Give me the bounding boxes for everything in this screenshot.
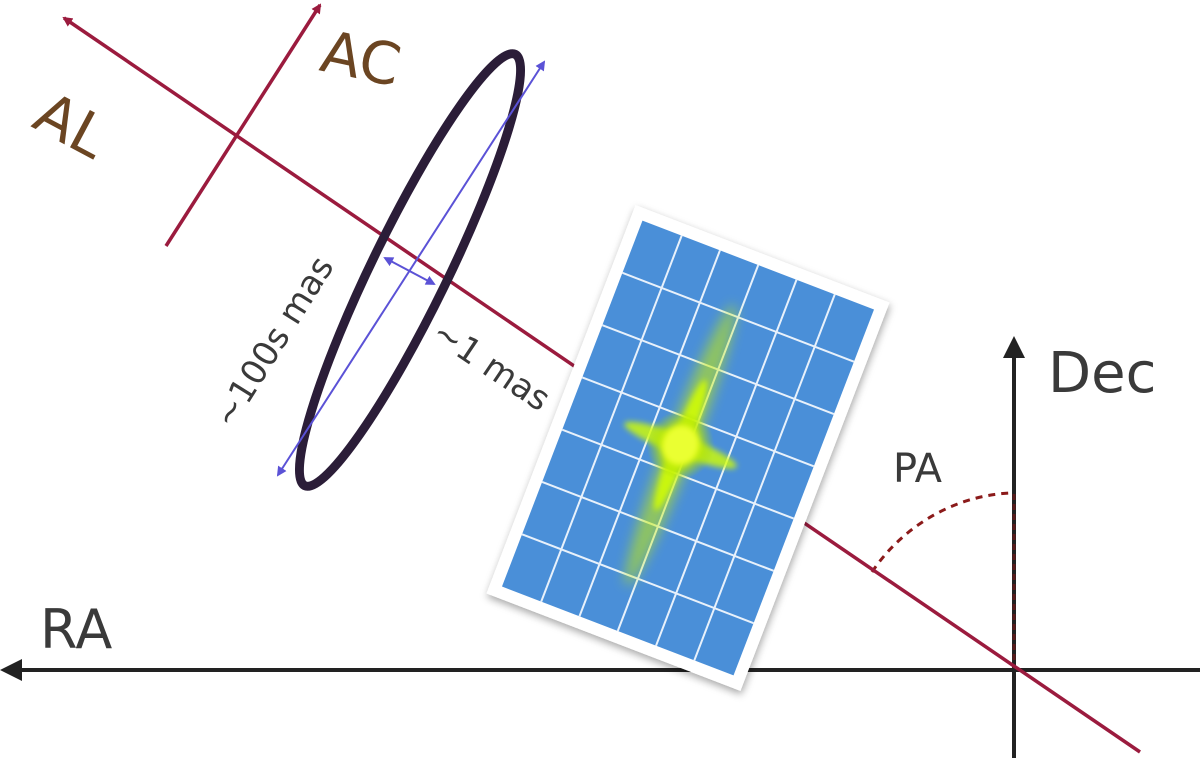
- pa-label: PA: [893, 446, 943, 492]
- dec-label: Dec: [1048, 341, 1156, 406]
- psf-star: [624, 305, 737, 586]
- minor-axis-label: ~1 mas: [425, 312, 557, 419]
- ra-label: RA: [40, 598, 112, 661]
- minor-axis-arrow: [383, 257, 436, 285]
- ac-axis: [164, 3, 322, 247]
- al-label: AL: [23, 78, 118, 172]
- pa-arc: [870, 491, 1011, 573]
- ac-label: AC: [315, 17, 407, 100]
- detector-panel: [486, 205, 890, 691]
- detector-grid: [521, 235, 855, 661]
